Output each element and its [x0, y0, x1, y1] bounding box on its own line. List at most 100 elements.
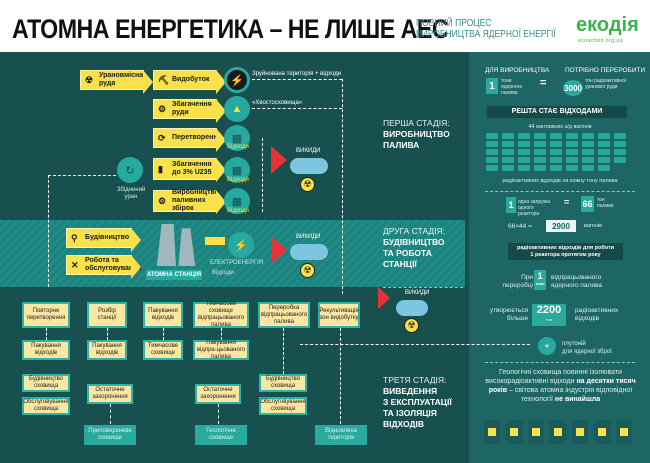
step-label: Перетворення [172, 134, 222, 141]
barrel-icon [572, 420, 588, 444]
connector [342, 79, 343, 294]
storage-build-box: Будівництво сховища [22, 374, 70, 392]
stage2-label: ДРУГА СТАДІЯ: БУДІВНИЦТВО ТА РОБОТА СТАН… [383, 226, 445, 270]
equals-sign: = [564, 197, 570, 207]
wagon-icon [502, 141, 514, 147]
wagon-icon [598, 165, 610, 171]
divider [383, 287, 463, 288]
wagon-icon [566, 149, 578, 155]
wagon-icon [502, 157, 514, 163]
stage-label-b: ВИВЕДЕННЯ [383, 386, 438, 396]
emissions-arrow [271, 236, 287, 264]
connector [48, 175, 49, 287]
connector [252, 108, 342, 109]
electricity-arrow [205, 237, 225, 245]
wagons-count: 44 вантажних з/д вагонів [528, 124, 592, 130]
stage-label-b: ВІДХОДІВ [383, 419, 425, 429]
refresh-icon: ⟳ [158, 133, 166, 143]
gear-icon: ⚙ [158, 196, 167, 206]
wagon-icon [534, 141, 546, 147]
process-box: Пакування відходів [143, 302, 183, 328]
geological-note: Геологічні сховища повинні ізолювати вис… [483, 368, 638, 404]
connector [48, 175, 116, 176]
process-box: Пакування відходів [22, 340, 70, 360]
label-line: Збіднений [116, 187, 146, 193]
ore-label: тон радіоактивної уранової руди [585, 78, 627, 90]
wagon-icon [582, 157, 594, 163]
process-box: Переробка відпрацьованого палива [258, 302, 310, 328]
load-unit: тон палива [597, 197, 614, 209]
step-label: Збагачення руди [172, 101, 212, 116]
step-enrichment-u235: ▮Збагачення до 3% U235 [153, 158, 226, 182]
fact-for-production: ДЛЯ ВИРОБНИЦТВА [485, 67, 550, 74]
wagon-icon [566, 141, 578, 147]
wagon-icon [534, 149, 546, 155]
wagons-word: вагонів [584, 223, 603, 229]
final-disposal-box: Остаточне захоронення [195, 384, 241, 404]
wagon-icon [582, 149, 594, 155]
step-label: Виробництво паливних збірок [172, 189, 219, 212]
connector [46, 328, 47, 340]
divider [485, 191, 635, 192]
wagon-icon [502, 149, 514, 155]
depleted-uranium-icon: ↻ [117, 157, 143, 183]
wagon-icon [518, 165, 530, 171]
produces-unit: тон [545, 317, 553, 322]
wagon-icon [598, 157, 610, 163]
barrel-icon [484, 420, 500, 444]
waste-label: Відходи [227, 208, 249, 214]
connector [252, 79, 342, 80]
label-line: відходів [575, 315, 600, 322]
wagon-icon [534, 133, 546, 139]
connector [340, 328, 341, 424]
wagon-icon [598, 133, 610, 139]
outcome-box: Відновлена територія [315, 425, 367, 445]
wagon-icon [550, 149, 562, 155]
outcome-box: Геологічне сховище [195, 425, 247, 445]
mine-cart-icon: ⛏ [158, 75, 170, 85]
storage-service-box: Обслуговування сховища [22, 397, 70, 415]
storage-build-box: Будівництво сховища [259, 374, 307, 392]
wagon-icon [486, 133, 498, 139]
logo[interactable]: екодія [576, 14, 639, 36]
operation-box: ✕ Робота та обслуговування [66, 255, 141, 279]
radiation-icon [510, 428, 518, 436]
logo-url[interactable]: ecoaction.org.ua [578, 38, 623, 44]
construction-box: ⚲Будівництво [66, 228, 141, 252]
waste-label: Відходи [227, 144, 249, 150]
reprocess-unit: тонн [535, 281, 545, 286]
wagon-icon [614, 133, 626, 139]
label-line: радіоактивних [575, 307, 619, 314]
wagon-icon [518, 133, 530, 139]
label-line: плутоній [562, 341, 586, 347]
connector [110, 404, 111, 424]
note-bold: на десятки тисяч років [488, 378, 636, 394]
wagon-icon [502, 133, 514, 139]
stage-label-a: ТРЕТЯ СТАДІЯ: [383, 375, 447, 385]
stage-label-a: ПЕРША СТАДІЯ: [383, 118, 450, 128]
connector [283, 328, 284, 374]
ore-icon: ☢ [85, 75, 94, 85]
note-text: Геологічні сховища повинні ізолювати вис… [485, 369, 622, 385]
tools-icon: ✕ [71, 260, 79, 270]
ruined-land-label: Зруйнована територія + відходи [252, 71, 342, 77]
connector [218, 404, 219, 424]
cloud-icon [396, 300, 428, 316]
wagon-icon [614, 157, 626, 163]
wagon-icon [518, 157, 530, 163]
label-line: 1 реактора протягом року [530, 252, 601, 258]
wagon-icon [502, 165, 514, 171]
connector [262, 138, 263, 212]
box-label: Робота та обслуговування [85, 257, 142, 272]
per-ton-label: радіоактивних відходів на кожну тону пал… [502, 178, 618, 184]
label-line: переробці [502, 282, 534, 289]
barrels-row [484, 420, 644, 446]
divider [485, 362, 635, 363]
label-line: відпрацьованого [551, 274, 602, 281]
label-line: для ядерної зброї [562, 349, 612, 355]
